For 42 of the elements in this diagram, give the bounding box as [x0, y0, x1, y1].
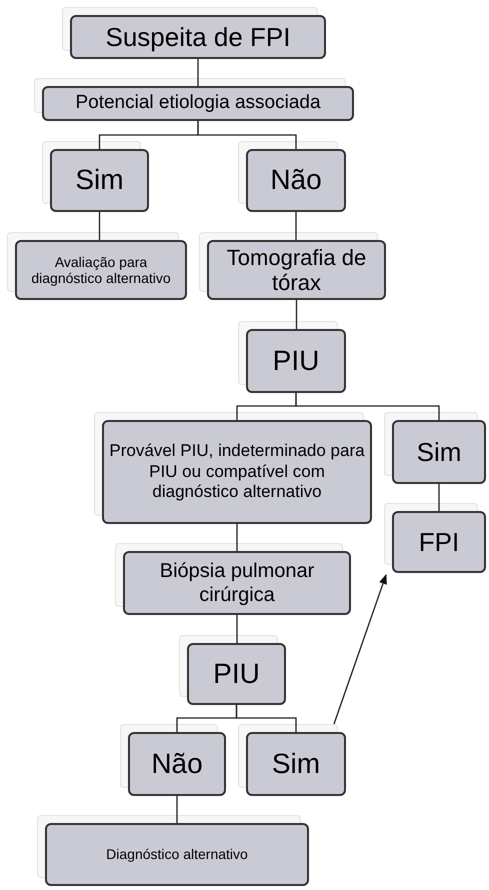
process-box	[246, 149, 346, 212]
connector-line	[176, 796, 178, 823]
connector-line	[295, 212, 297, 240]
box-label: Não	[270, 165, 322, 196]
process-box	[392, 420, 486, 484]
box-label: PIU	[272, 346, 320, 376]
box-label: Avaliação para diagnóstico alternativo	[30, 254, 172, 286]
box-label: Sim	[416, 438, 462, 466]
process-box	[102, 420, 372, 524]
box-label: Sim	[272, 748, 320, 780]
connector-line	[197, 59, 199, 86]
process-box	[246, 329, 346, 393]
process-box	[123, 551, 351, 615]
box-label: Não	[151, 748, 203, 780]
box-label: Tomografia de tórax	[226, 244, 368, 296]
connector-line	[236, 705, 297, 732]
process-box	[392, 511, 486, 573]
process-box	[15, 240, 187, 300]
process-box	[246, 732, 346, 796]
box-label: PIU	[213, 658, 260, 690]
connector-line	[438, 484, 440, 511]
connector-line	[333, 574, 387, 724]
connector-line	[296, 300, 298, 329]
box-label: Potencial etiologia associada	[75, 93, 321, 114]
connector-line	[236, 615, 238, 643]
process-box	[207, 240, 386, 300]
box-label: Suspeita de FPI	[106, 22, 290, 52]
connector-line	[98, 212, 100, 240]
box-label: FPI	[418, 528, 460, 556]
box-label: Biópsia pulmonar cirúrgica	[158, 559, 316, 607]
process-box	[42, 86, 354, 121]
connector-line	[295, 393, 440, 420]
box-label: Sim	[75, 165, 124, 196]
process-box	[70, 15, 326, 59]
box-label: Diagnóstico alternativo	[106, 846, 248, 862]
process-box	[128, 732, 226, 796]
process-box	[50, 149, 149, 212]
process-box	[45, 823, 309, 886]
box-label: Provável PIU, indeterminado para PIU ou compatível com diagnóstico alternativo	[108, 441, 366, 503]
connector-line	[197, 121, 297, 149]
process-box	[187, 643, 286, 705]
connector-line	[236, 524, 238, 551]
